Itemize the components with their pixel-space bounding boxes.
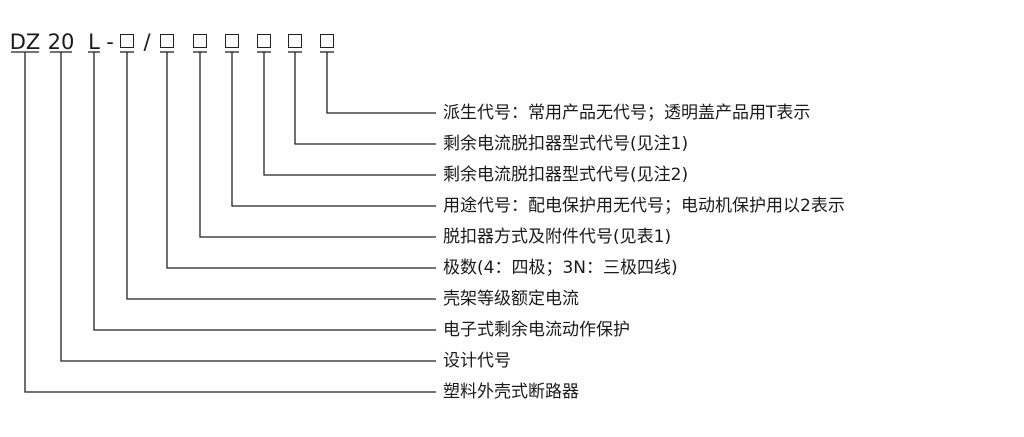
line-application [231,52,436,207]
desc-frame-current: 壳架等级额定电流 [443,289,579,309]
code-box-6 [288,34,302,48]
desc-poles: 极数(4：四极；3N：三极四线) [443,258,678,278]
code-type-letter: L [88,30,100,54]
desc-electronic-rcd: 电子式剩余电流动作保护 [443,320,630,340]
desc-mccb: 塑料外壳式断路器 [443,382,579,402]
line-release [199,52,436,238]
code-box-7 [320,34,334,48]
code-box-5 [257,34,271,48]
line-design [60,52,436,362]
code-box-4 [225,34,239,48]
desc-release-accessory-code: 脱扣器方式及附件代号(见表1) [443,227,672,247]
line-electronic-rcd [93,52,436,331]
desc-application-code: 用途代号：配电保护用无代号；电动机保护用以2表示 [443,196,845,216]
line-rcd-type-2 [263,52,436,176]
desc-design-code: 设计代号 [443,351,511,371]
desc-derivative-code: 派生代号：常用产品无代号；透明盖产品用T表示 [443,103,811,123]
line-mccb [24,52,436,393]
line-frame-current [126,52,436,300]
desc-rcd-type-note2: 剩余电流脱扣器型式代号(见注2) [443,165,689,185]
code-dash: - [106,30,114,54]
code-box-1 [120,34,134,48]
code-prefix: DZ [9,30,41,54]
line-derivative [326,52,436,114]
code-box-2 [160,34,174,48]
code-design-number: 20 [47,30,75,54]
line-rcd-type-1 [294,52,436,145]
code-box-3 [193,34,207,48]
desc-rcd-type-note1: 剩余电流脱扣器型式代号(见注1) [443,134,689,154]
line-poles [166,52,436,269]
code-slash: / [143,30,151,54]
